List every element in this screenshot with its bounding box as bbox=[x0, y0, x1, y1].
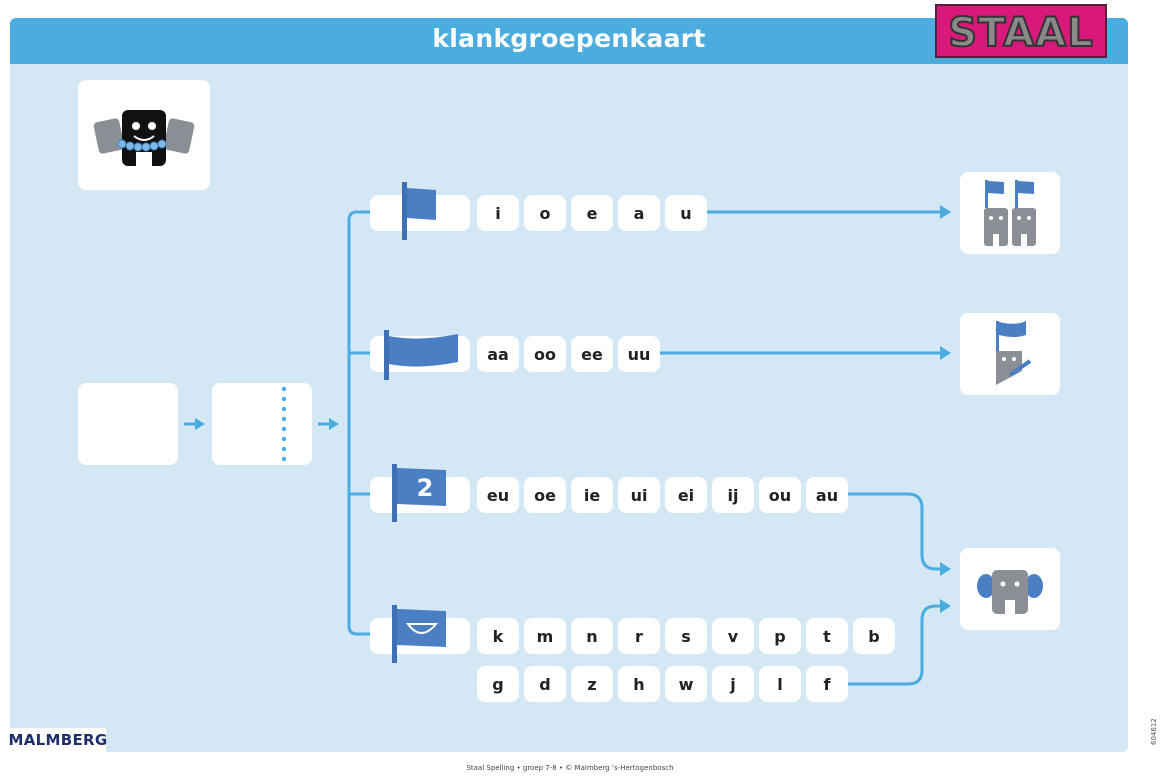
arrowhead-row-4 bbox=[940, 599, 951, 613]
footer-credit: Staal Spelling • groep 7-8 • © Malmberg … bbox=[466, 764, 674, 772]
tile-consonant-h: h bbox=[618, 666, 660, 702]
split-word-box bbox=[212, 383, 312, 465]
monster-ears-icon bbox=[977, 570, 1043, 614]
tile-two-sound-ou: ou bbox=[759, 477, 801, 513]
tile-consonant-p: p bbox=[759, 618, 801, 654]
two-sound-flag-icon bbox=[392, 464, 446, 522]
arrowhead-row-3 bbox=[940, 562, 951, 576]
tile-consonant-t: t bbox=[806, 618, 848, 654]
tile-vowel-o: o bbox=[524, 195, 566, 231]
tile-two-sound-eu: eu bbox=[477, 477, 519, 513]
tile-two-sound-au: au bbox=[806, 477, 848, 513]
tile-consonant-f: f bbox=[806, 666, 848, 702]
branch-vertical bbox=[347, 210, 370, 636]
tile-consonant-z: z bbox=[571, 666, 613, 702]
tile-two-sound-ie: ie bbox=[571, 477, 613, 513]
result-box-row-3-4 bbox=[960, 548, 1060, 630]
twin-monsters-flags-icon bbox=[984, 180, 1036, 246]
tile-long-uu: uu bbox=[618, 336, 660, 372]
staal-logo: STAAL bbox=[935, 4, 1107, 58]
tile-vowel-a: a bbox=[618, 195, 660, 231]
page-title: klankgroepenkaart bbox=[432, 24, 706, 53]
tile-two-sound-ui: ui bbox=[618, 477, 660, 513]
arrowhead-row-1 bbox=[940, 205, 951, 219]
tile-vowel-i: i bbox=[477, 195, 519, 231]
tile-long-oo: oo bbox=[524, 336, 566, 372]
tile-vowel-e: e bbox=[571, 195, 613, 231]
arrowhead-row-2 bbox=[940, 346, 951, 360]
tile-consonant-w: w bbox=[665, 666, 707, 702]
tile-consonant-g: g bbox=[477, 666, 519, 702]
tile-consonant-m: m bbox=[524, 618, 566, 654]
tile-consonant-s: s bbox=[665, 618, 707, 654]
tile-two-sound-ij: ij bbox=[712, 477, 754, 513]
tile-consonant-r: r bbox=[618, 618, 660, 654]
tile-consonant-l: l bbox=[759, 666, 801, 702]
tile-consonant-v: v bbox=[712, 618, 754, 654]
tile-consonant-n: n bbox=[571, 618, 613, 654]
arrowhead-1 bbox=[195, 418, 205, 430]
tile-consonant-b: b bbox=[853, 618, 895, 654]
mouth-flag-icon bbox=[392, 605, 446, 663]
dotted-divider-icon bbox=[281, 386, 287, 462]
result-box-row-1 bbox=[960, 172, 1060, 254]
mascot-box bbox=[78, 80, 210, 190]
monster-long-flag-icon bbox=[996, 321, 1032, 385]
tile-two-sound-oe: oe bbox=[524, 477, 566, 513]
tile-long-aa: aa bbox=[477, 336, 519, 372]
monster-group-icon bbox=[93, 110, 195, 166]
result-box-row-2 bbox=[960, 313, 1060, 395]
tile-long-ee: ee bbox=[571, 336, 613, 372]
tile-consonant-d: d bbox=[524, 666, 566, 702]
arrow-row-4 bbox=[848, 604, 944, 686]
tile-vowel-u: u bbox=[665, 195, 707, 231]
arrowhead-2 bbox=[329, 418, 339, 430]
long-flag-icon bbox=[384, 330, 458, 380]
short-flag-icon bbox=[402, 182, 436, 240]
arrow-row-3 bbox=[848, 492, 944, 571]
malmberg-logo: MALMBERG bbox=[9, 728, 107, 752]
tile-consonant-k: k bbox=[477, 618, 519, 654]
staal-logo-text: STAAL bbox=[947, 9, 1094, 57]
tile-consonant-j: j bbox=[712, 666, 754, 702]
flag-number-label: 2 bbox=[416, 474, 434, 502]
word-box bbox=[78, 383, 178, 465]
product-code: 604612 bbox=[1150, 718, 1158, 745]
tile-two-sound-ei: ei bbox=[665, 477, 707, 513]
